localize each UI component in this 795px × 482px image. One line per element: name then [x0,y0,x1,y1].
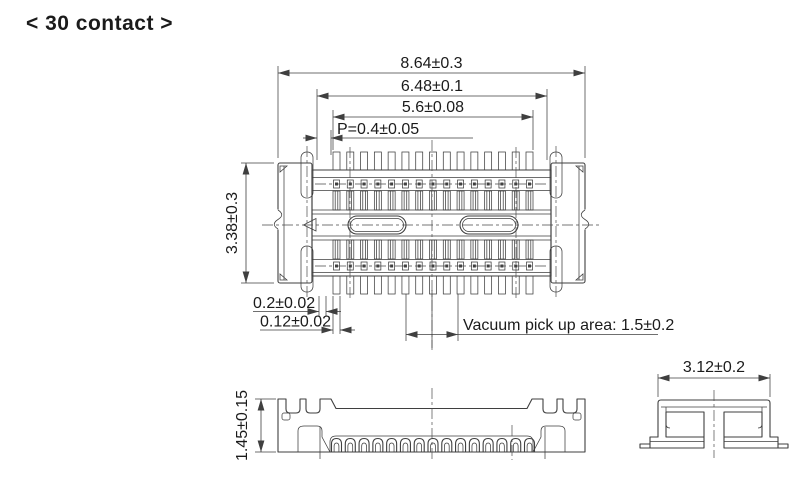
top-view-center-lines [262,140,601,350]
dim-terminal-offset-label: 0.12±0.02 [260,314,331,331]
dim-mount-width-label: 6.48±0.1 [401,78,463,95]
front-view [277,388,586,462]
page-title: < 30 contact > [26,12,174,35]
dim-depth-label: 3.38±0.3 [224,192,241,254]
dim-front-height: 1.45±0.15 [234,390,276,461]
dim-side-depth: 3.12±0.2 [657,359,771,397]
note-vacuum-area-label: Vacuum pick up area: 1.5±0.2 [463,317,674,334]
dim-contact-row-width: 5.6±0.08 [332,99,534,150]
dim-terminal-width: 0.2±0.02 [253,295,341,316]
top-view [262,140,601,350]
side-view [639,390,789,458]
front-view-contacts [330,437,536,453]
dim-overall-width: 8.64±0.3 [277,55,586,158]
note-vacuum-area: Vacuum pick up area: 1.5±0.2 [405,290,674,348]
top-view-body [273,151,590,293]
dim-overall-width-label: 8.64±0.3 [400,55,462,72]
dim-front-height-label: 1.45±0.15 [234,390,251,461]
dim-contact-row-width-label: 5.6±0.08 [402,99,464,116]
dim-terminal-width-label: 0.2±0.02 [253,295,315,312]
dim-side-depth-label: 3.12±0.2 [683,359,745,376]
dim-contact-pitch: P=0.4±0.05 [303,121,473,155]
dim-mount-width: 6.48±0.1 [316,78,548,160]
dim-contact-pitch-label: P=0.4±0.05 [337,121,419,138]
dim-depth: 3.38±0.3 [224,162,274,284]
dim-terminal-offset: 0.12±0.02 [260,296,355,334]
